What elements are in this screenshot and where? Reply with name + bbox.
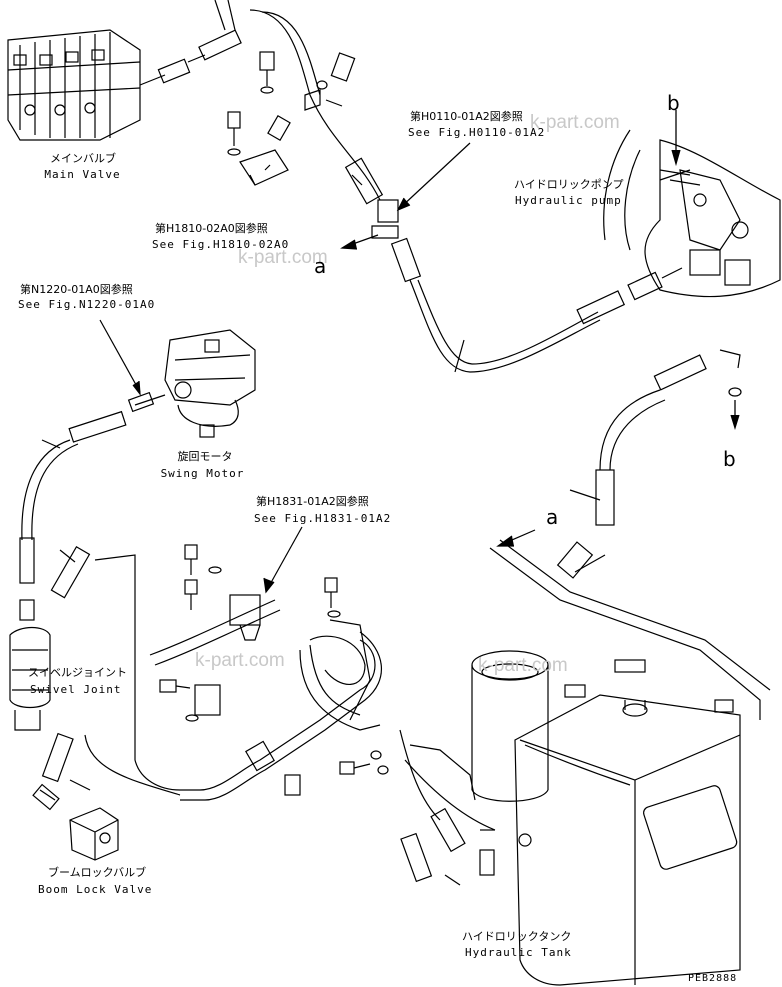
swing-motor-label-jp: 旋回モータ [177, 450, 233, 463]
watermark-1: k-part.com [530, 112, 620, 133]
middle-hose-routing [84, 544, 389, 801]
swivel-joint-label-jp: スイベルジョイント [28, 666, 127, 679]
watermark-2: k-part.com [238, 247, 328, 268]
main-valve-label-en: Main Valve [44, 168, 121, 181]
fig-n1220-label-jp: 第N1220-01A0図参照 [20, 283, 133, 296]
hydraulic-tank-drawing [399, 349, 771, 986]
swivel-joint-label-en: Swivel Joint [30, 683, 122, 696]
swing-motor-drawing [127, 329, 256, 438]
fig-h0110-label-jp: 第H0110-01A2図参照 [410, 110, 523, 123]
boom-lock-hoses [32, 732, 74, 811]
drawing-number: PEB2888 [688, 973, 738, 984]
boom-lock-valve-label-en: Boom Lock Valve [38, 883, 153, 896]
fig-h1810-label-jp: 第H1810-02A0図参照 [155, 222, 268, 235]
callout-a-upper: a [314, 254, 327, 278]
leader-lines [41, 99, 691, 831]
fig-h1810-label-en: See Fig.H1810-02A0 [152, 238, 290, 251]
swing-hoses [19, 410, 127, 621]
watermark-3: k-part.com [195, 650, 285, 671]
callout-b-lower: b [723, 447, 736, 471]
hydraulic-pump-drawing [603, 110, 781, 298]
main-valve-drawing [7, 29, 141, 141]
swing-motor-label-en: Swing Motor [160, 467, 245, 480]
main-valve-label-jp: メインバルブ [50, 152, 116, 165]
callout-b-upper: b [667, 91, 680, 115]
swivel-joint-drawing [9, 626, 51, 731]
boom-lock-valve-drawing [69, 807, 119, 861]
fig-h0110-label-en: See Fig.H0110-01A2 [408, 126, 546, 139]
callout-a-lower: a [546, 505, 559, 529]
fig-h1831-label-en: See Fig.H1831-01A2 [254, 512, 392, 525]
pump-label-en: Hydraulic pump [515, 194, 622, 207]
upper-hoses [139, 0, 683, 373]
fig-h1831-label-jp: 第H1831-01A2図参照 [256, 495, 369, 508]
clamp-bracket [227, 51, 356, 186]
fig-n1220-label-en: See Fig.N1220-01A0 [18, 298, 156, 311]
hydraulic-tank-label-jp: ハイドロリックタンク [462, 930, 572, 943]
pump-label-jp: ハイドロリックポンプ [514, 178, 624, 191]
hydraulic-tank-label-en: Hydraulic Tank [465, 946, 572, 959]
boom-lock-valve-label-jp: ブームロックバルブ [48, 866, 147, 879]
watermark-4: k-part.com [478, 655, 568, 676]
